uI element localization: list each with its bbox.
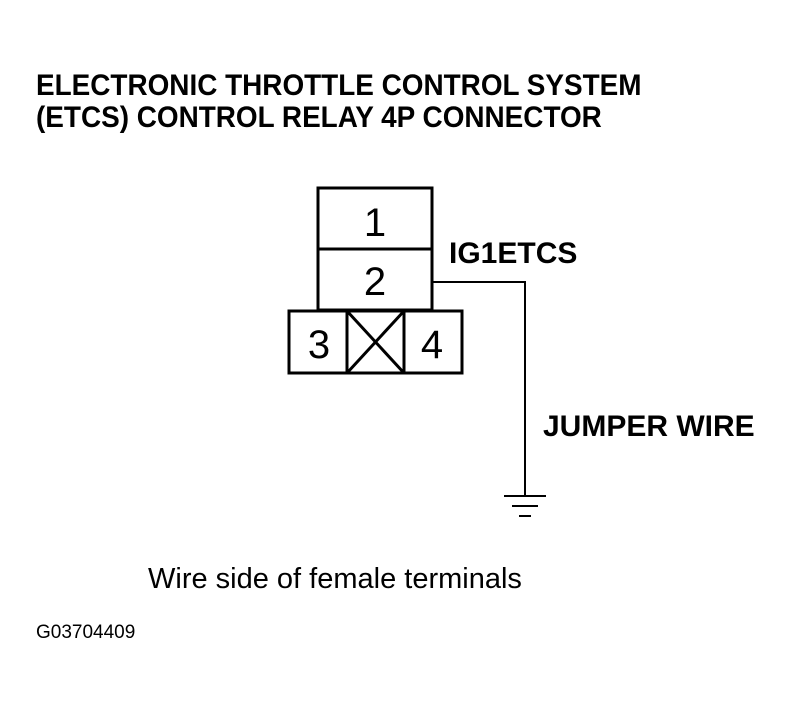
jumper-wire-path <box>432 281 526 496</box>
connector-lower-outline <box>287 309 464 375</box>
connector-lower-body <box>287 309 464 375</box>
figure-id: G03704409 <box>36 622 136 643</box>
title-line-1: ELECTRONIC THROTTLE CONTROL SYSTEM <box>36 69 642 102</box>
title-line-2: (ETCS) CONTROL RELAY 4P CONNECTOR <box>36 101 602 134</box>
jumper-wire <box>432 281 526 496</box>
pin-2-label: 2 <box>364 260 386 304</box>
diagram-title: ELECTRONIC THROTTLE CONTROL SYSTEM (ETCS… <box>36 70 642 134</box>
signal-label: IG1ETCS <box>449 237 577 270</box>
jumper-wire-label: JUMPER WIRE <box>543 410 755 443</box>
pin-4-label: 4 <box>421 323 443 367</box>
pin-1-label: 1 <box>364 201 386 245</box>
ground-icon <box>504 495 546 517</box>
pin-3-label: 3 <box>308 323 330 367</box>
empty-cavity-cross-b <box>345 309 406 375</box>
view-caption: Wire side of female terminals <box>148 563 522 595</box>
